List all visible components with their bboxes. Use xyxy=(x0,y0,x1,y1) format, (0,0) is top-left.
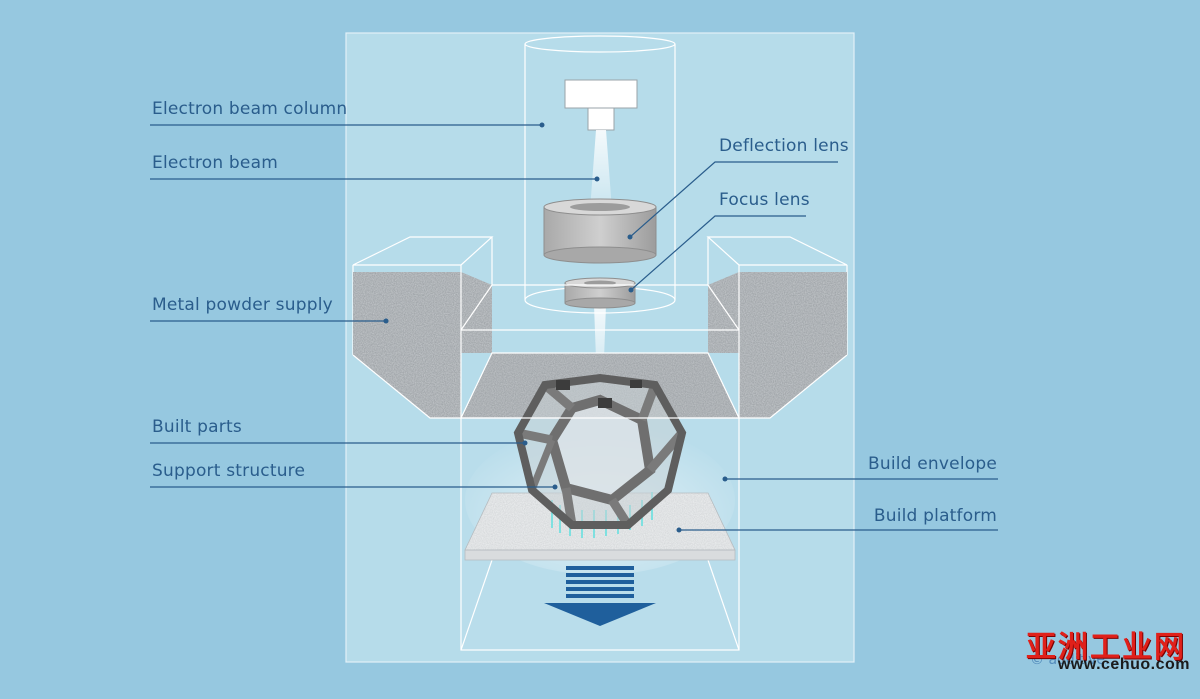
credit-watermark: © additive... xyxy=(1030,652,1119,668)
label-built-parts: Built parts xyxy=(152,417,242,437)
electron-beam xyxy=(590,130,612,210)
built-part-dodecahedron xyxy=(513,373,687,529)
electron-gun xyxy=(564,79,638,131)
powder-hopper-left xyxy=(352,236,494,419)
leader-lines xyxy=(150,122,998,533)
deflection-lens xyxy=(543,198,657,264)
lowering-arrow-icon xyxy=(544,566,656,626)
label-deflection-lens: Deflection lens xyxy=(719,136,849,156)
label-electron-beam: Electron beam xyxy=(152,153,278,173)
label-build-envelope: Build envelope xyxy=(867,454,997,474)
vacuum-chamber-top xyxy=(460,284,740,331)
powder-hopper-right xyxy=(706,236,848,419)
label-metal-powder-supply: Metal powder supply xyxy=(152,295,333,315)
site-logo-watermark: 亚洲工业网 xyxy=(1026,630,1186,665)
label-focus-lens: Focus lens xyxy=(719,190,810,210)
label-support-structure: Support structure xyxy=(152,461,306,481)
label-electron-beam-column: Electron beam column xyxy=(152,99,348,119)
site-url-watermark: www.cehuo.com xyxy=(1057,656,1190,673)
label-build-platform: Build platform xyxy=(873,506,997,526)
powder-bed-edge xyxy=(460,352,740,419)
focus-lens xyxy=(564,277,636,309)
